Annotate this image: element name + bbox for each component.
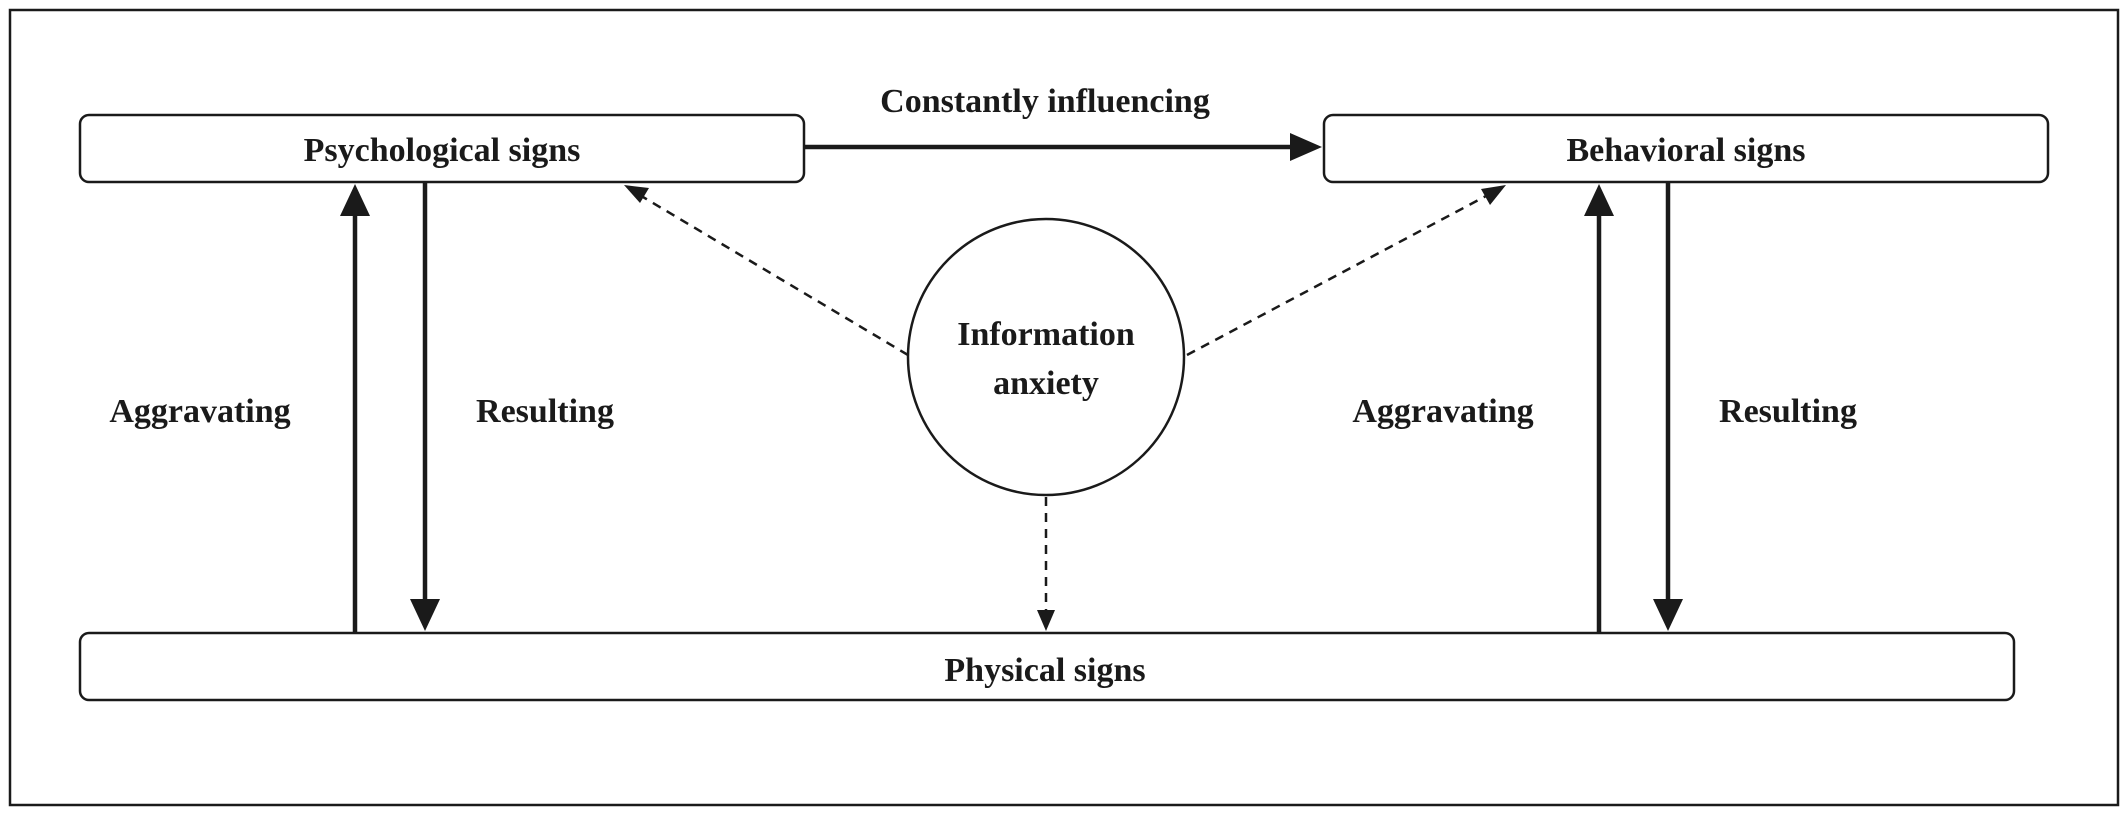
- anxiety-label-line1: Information: [957, 316, 1135, 353]
- edge-left-resulting: Resulting: [410, 182, 614, 631]
- psychological-label: Psychological signs: [304, 132, 581, 169]
- right-resulting-label: Resulting: [1719, 393, 1857, 430]
- behavioral-box: [1322, 113, 2050, 184]
- physical-box: [78, 631, 2016, 702]
- dashed-line-to-behavioral: [1186, 194, 1487, 357]
- physical-label: Physical signs: [944, 652, 1145, 689]
- left-aggravating-label: Aggravating: [109, 393, 290, 430]
- anxiety-circle: [906, 217, 1186, 497]
- node-information-anxiety: Information anxiety: [906, 217, 1186, 497]
- edge-right-resulting: Resulting: [1653, 182, 1857, 631]
- node-physical-signs: Physical signs: [78, 631, 2016, 702]
- edge-anxiety-to-psychological: [624, 185, 909, 357]
- right-up-arrow-head: [1584, 184, 1614, 216]
- edge-anxiety-to-physical: [1037, 497, 1055, 631]
- dashed-head-to-psychological: [624, 185, 649, 203]
- edge-anxiety-to-behavioral: [1186, 185, 1506, 357]
- edge-right-aggravating: Aggravating: [1352, 184, 1614, 633]
- node-psychological-signs: Psychological signs: [78, 113, 806, 184]
- outer-frame: [8, 8, 2120, 807]
- influencing-label: Constantly influencing: [880, 83, 1210, 120]
- right-down-arrow-head: [1653, 599, 1683, 631]
- dashed-head-to-physical: [1037, 610, 1055, 631]
- left-down-arrow-head: [410, 599, 440, 631]
- psychological-box: [78, 113, 806, 184]
- edge-left-aggravating: Aggravating: [109, 184, 370, 633]
- dashed-line-to-psychological: [642, 195, 909, 357]
- node-behavioral-signs: Behavioral signs: [1322, 113, 2050, 184]
- influencing-arrow-head: [1290, 133, 1322, 161]
- left-resulting-label: Resulting: [476, 393, 614, 430]
- left-up-arrow-head: [340, 184, 370, 216]
- dashed-head-to-behavioral: [1481, 185, 1506, 205]
- anxiety-label-line2: anxiety: [993, 365, 1099, 402]
- edge-constantly-influencing: Constantly influencing: [805, 83, 1322, 161]
- behavioral-label: Behavioral signs: [1567, 132, 1806, 169]
- right-aggravating-label: Aggravating: [1352, 393, 1533, 430]
